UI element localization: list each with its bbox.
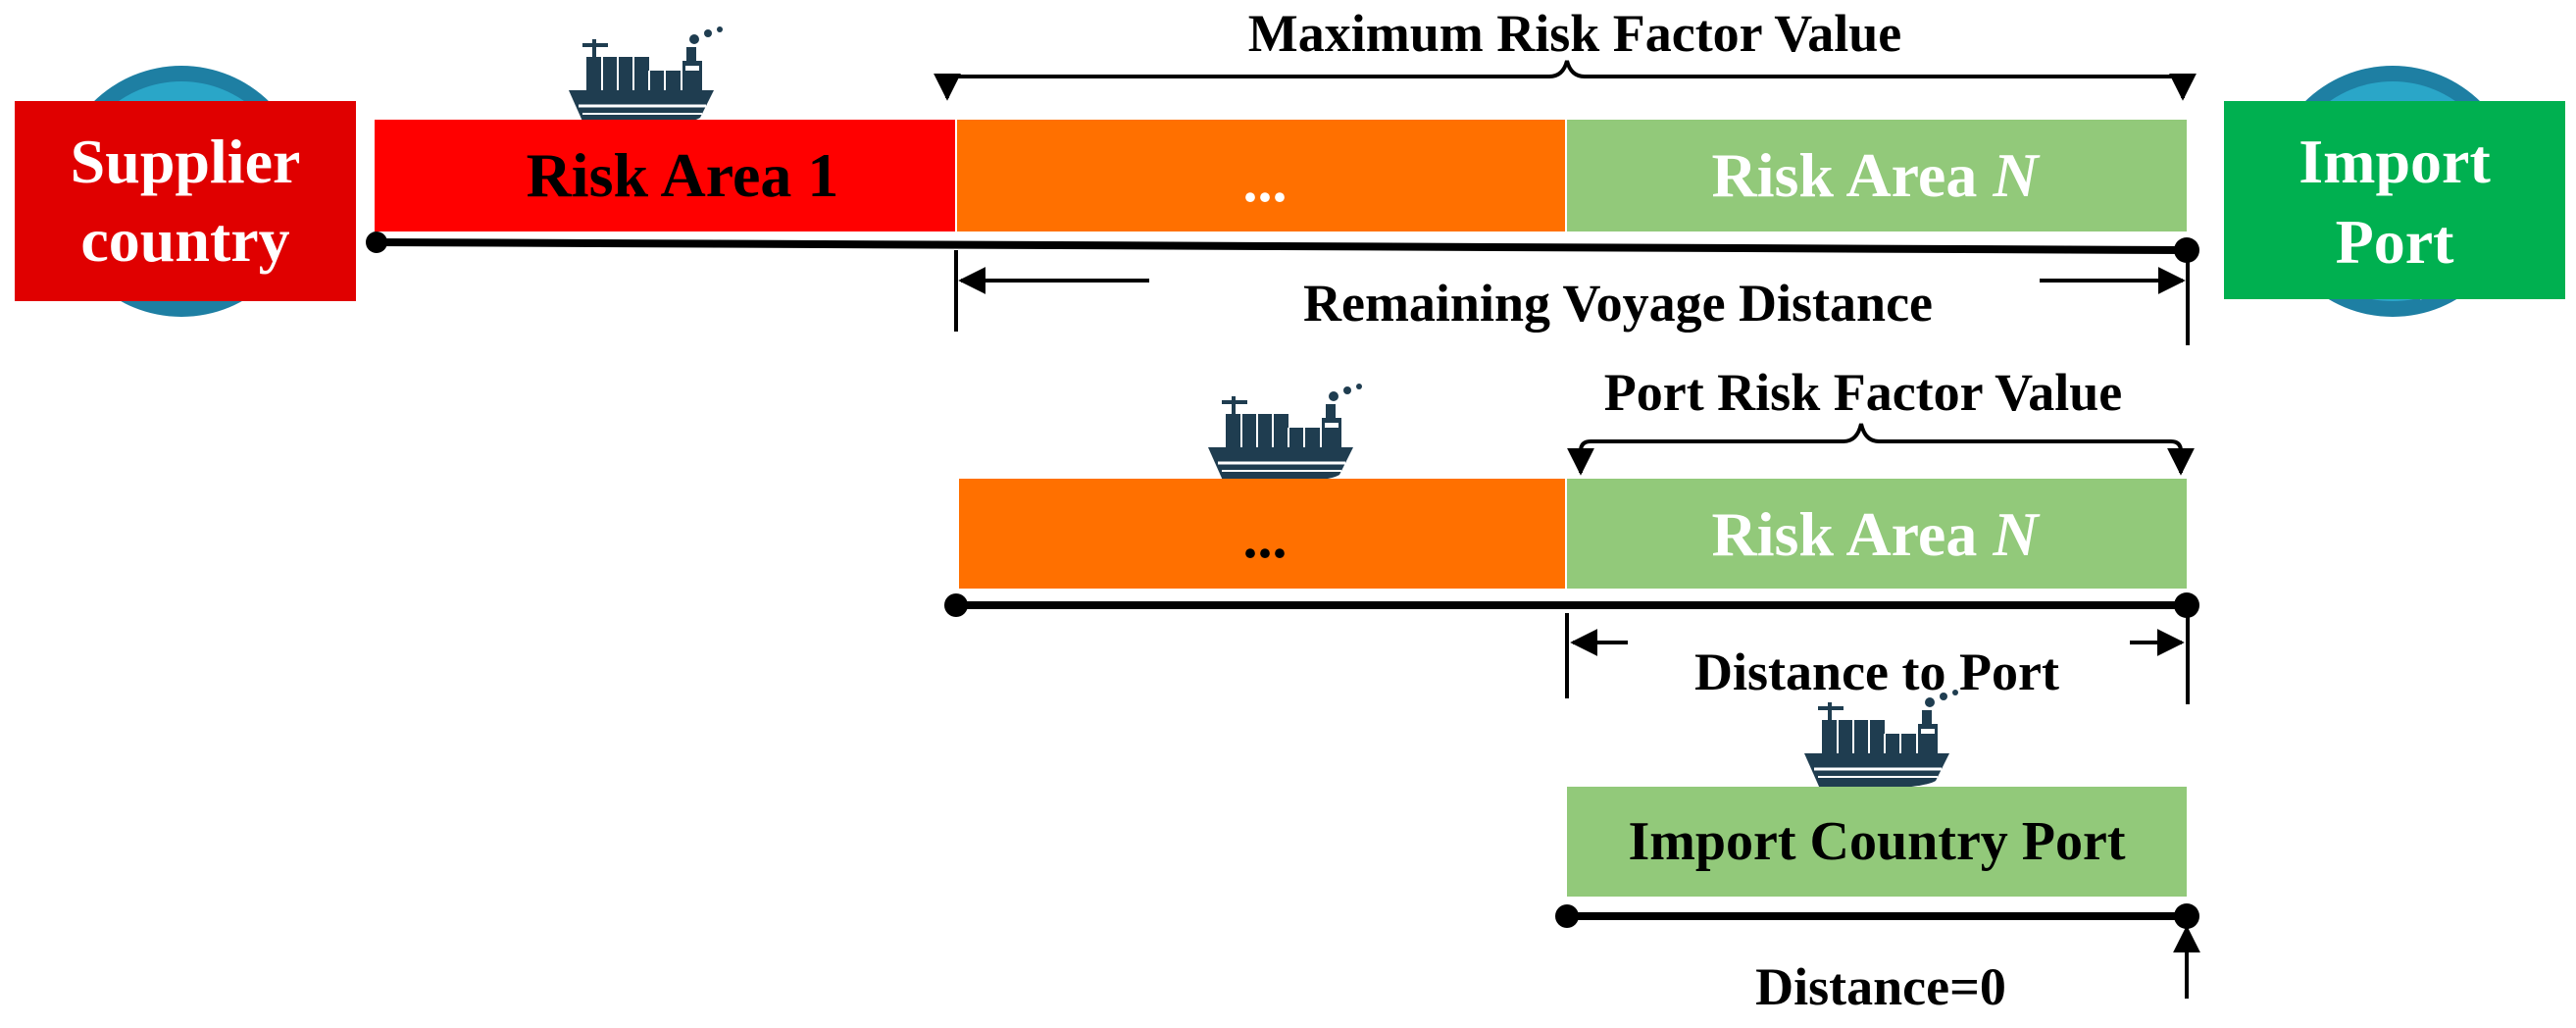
voyage-line-2 bbox=[944, 592, 2199, 618]
cargo-ship-icon bbox=[1802, 688, 1960, 792]
risk-area-middle-label-2: ... bbox=[1243, 505, 1288, 570]
risk-area-1-block bbox=[375, 120, 955, 231]
supplier-label-line2: country bbox=[80, 205, 289, 275]
remaining-voyage-distance-label: Remaining Voyage Distance bbox=[1303, 274, 1933, 333]
cargo-ship-icon bbox=[567, 25, 725, 128]
maximum-risk-bracket bbox=[934, 60, 2197, 101]
risk-area-n-label: Risk Area N bbox=[1711, 140, 2041, 210]
distance-to-port-marker bbox=[1565, 613, 2190, 704]
voyage-line-3 bbox=[1555, 903, 2200, 999]
port-risk-factor-label: Port Risk Factor Value bbox=[1604, 363, 2122, 422]
supplier-label-line1: Supplier bbox=[71, 127, 301, 196]
risk-area-n-block-2 bbox=[1567, 479, 2187, 589]
risk-area-n-block bbox=[1567, 120, 2187, 231]
import-port-label-line2: Port bbox=[2336, 207, 2455, 277]
import-port-label-line1: Import bbox=[2298, 127, 2491, 196]
distance-to-port-label: Distance to Port bbox=[1694, 642, 2059, 701]
distance-zero-label: Distance=0 bbox=[1755, 957, 2006, 1016]
risk-area-1-label: Risk Area 1 bbox=[527, 140, 839, 210]
supplier-country-box: Supplier country bbox=[15, 101, 356, 301]
remaining-distance-marker bbox=[954, 250, 2190, 345]
risk-area-middle-block bbox=[957, 120, 1565, 231]
risk-area-middle-label: ... bbox=[1243, 149, 1288, 214]
import-country-port-label: Import Country Port bbox=[1628, 811, 2125, 872]
cargo-ship-icon bbox=[1206, 382, 1364, 486]
risk-area-n-label-2: Risk Area N bbox=[1711, 499, 2041, 569]
import-port-box: Import Port bbox=[2224, 101, 2565, 299]
maximum-risk-factor-label: Maximum Risk Factor Value bbox=[1248, 4, 1902, 63]
import-country-port-box bbox=[1567, 787, 2187, 897]
port-risk-bracket bbox=[1567, 423, 2195, 476]
risk-area-middle-block-2 bbox=[959, 479, 1565, 589]
voyage-line-1 bbox=[366, 231, 2199, 263]
